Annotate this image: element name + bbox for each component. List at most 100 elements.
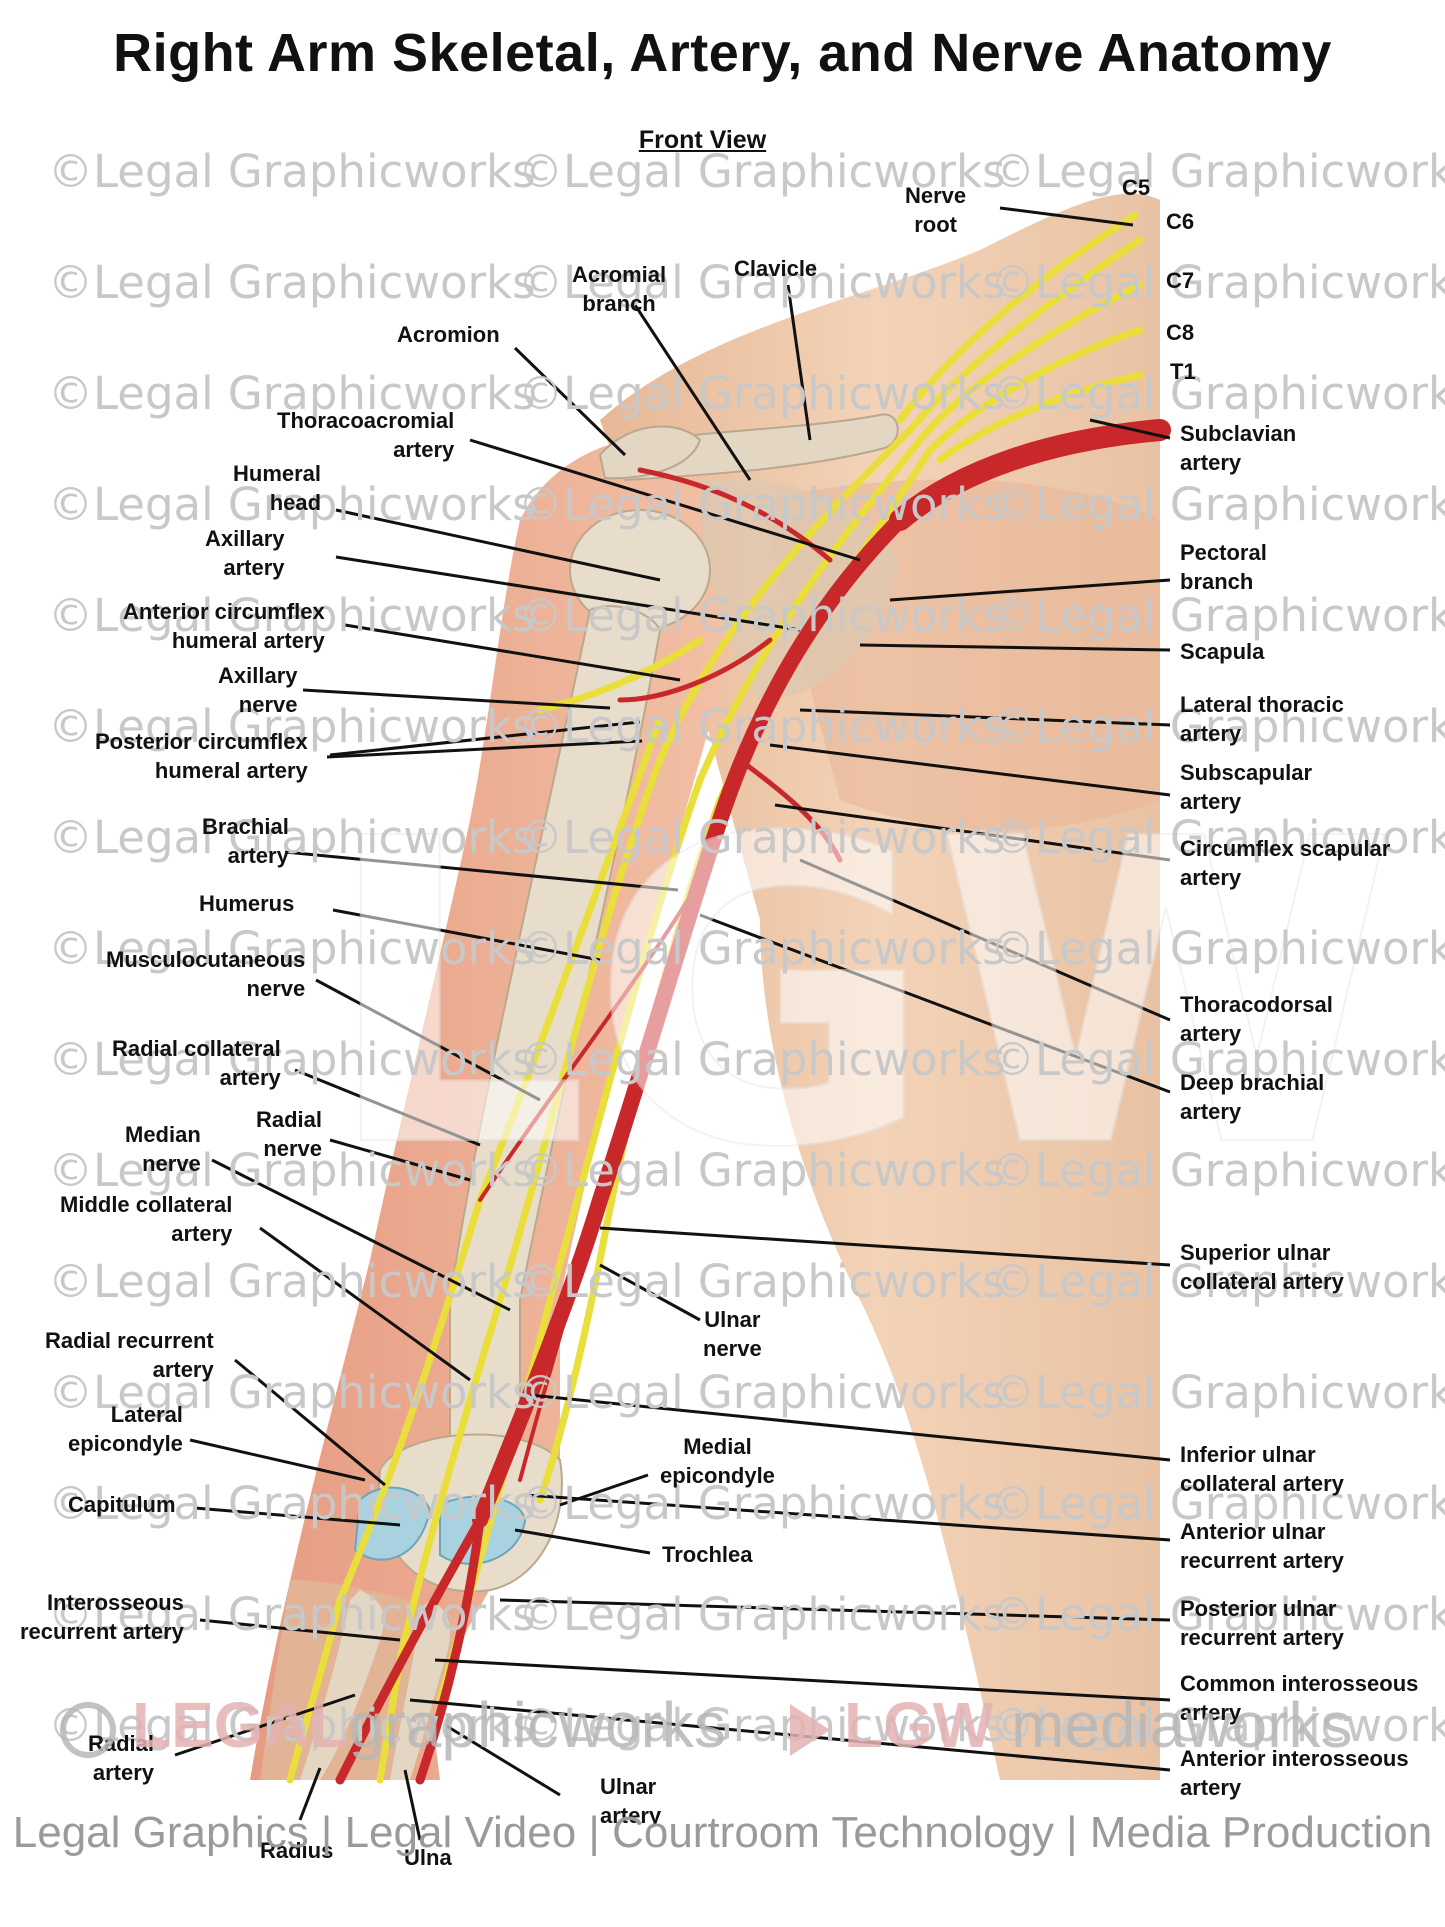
watermark-text: ©Legal Graphicworks — [990, 145, 1445, 198]
brand-legal: LEGAL — [132, 1689, 349, 1761]
watermark-text: ©Legal Graphicworks — [518, 1033, 1006, 1086]
view-subtitle: Front View — [638, 126, 767, 154]
watermark-text: ©Legal Graphicworks — [518, 589, 1006, 642]
watermark-text: ©Legal Graphicworks — [48, 700, 536, 753]
label-t1: T1 — [1170, 359, 1196, 384]
watermark-text: ©Legal Graphicworks — [990, 1255, 1445, 1308]
watermark-text: ©Legal Graphicworks — [990, 811, 1445, 864]
page-title: Right Arm Skeletal, Artery, and Nerve An… — [113, 23, 1332, 83]
brand-mediaworks: mediaworks — [1011, 1689, 1353, 1761]
label-acromion: Acromion — [397, 322, 500, 347]
watermark-text: ©Legal Graphicworks — [990, 589, 1445, 642]
watermark-text: ©Legal Graphicworks — [518, 1255, 1006, 1308]
watermark-text: ©Legal Graphicworks — [990, 367, 1445, 420]
watermark-text: ©Legal Graphicworks — [990, 1699, 1445, 1752]
artery-network — [335, 419, 1171, 1785]
watermark-text: ©Legal Graphicworks — [48, 367, 536, 420]
watermark-text: ©Legal Graphicworks — [518, 367, 1006, 420]
watermark-text: ©Legal Graphicworks — [518, 811, 1006, 864]
watermark-text: ©Legal Graphicworks — [48, 1144, 536, 1197]
watermark-text: ©Legal Graphicworks — [990, 1588, 1445, 1641]
label-humerus: Humerus — [199, 891, 295, 916]
brand-graphicworks: graphicworks — [348, 1689, 726, 1761]
watermark-text: ©Legal Graphicworks — [48, 256, 536, 309]
watermark-text: ©Legal Graphicworks — [518, 700, 1006, 753]
label-c5: C5 — [1122, 175, 1151, 200]
watermark-text: ©Legal Graphicworks — [990, 700, 1445, 753]
brand-lgw: LGW — [844, 1689, 994, 1761]
watermark-text: ©Legal Graphicworks — [48, 922, 536, 975]
label-scapula: Scapula — [1180, 639, 1265, 664]
label-c6: C6 — [1166, 209, 1195, 234]
watermark-text: ©Legal Graphicworks — [518, 256, 1006, 309]
leader-lines — [174, 206, 1134, 1841]
watermark-text: ©Legal Graphicworks — [48, 1477, 536, 1530]
watermark-text: ©Legal Graphicworks — [48, 1588, 536, 1641]
watermark-text: ©Legal Graphicworks — [990, 1033, 1445, 1086]
watermark-text: ©Legal Graphicworks — [518, 922, 1006, 975]
watermark-text: ©Legal Graphicworks — [518, 1477, 1006, 1530]
watermark-text: ©Legal Graphicworks — [518, 145, 1006, 198]
label-c7: C7 — [1166, 268, 1195, 293]
play-icon — [790, 1704, 830, 1757]
label-ulna: Ulna — [404, 1845, 452, 1870]
watermark-text: ©Legal Graphicworks — [990, 478, 1445, 531]
label-radius: Radius — [260, 1838, 334, 1863]
label-trochlea: Trochlea — [662, 1542, 753, 1567]
label-clavicle: Clavicle — [734, 256, 818, 281]
watermark-text: ©Legal Graphicworks — [990, 1477, 1445, 1530]
watermark-text: ©Legal Graphicworks — [48, 1699, 536, 1752]
watermark-text: ©Legal Graphicworks — [518, 1699, 1006, 1752]
watermark-text: ©Legal Graphicworks — [48, 811, 536, 864]
watermark-text: ©Legal Graphicworks — [518, 1144, 1006, 1197]
label-c8: C8 — [1166, 320, 1195, 345]
footer-services: Legal Graphics | Legal Video | Courtroom… — [12, 1808, 1433, 1857]
watermark-text: ©Legal Graphicworks — [48, 145, 536, 198]
brand-legal-graphicworks: LEGALgraphicworks — [60, 1688, 726, 1762]
nerve-network — [286, 211, 1144, 1784]
watermark-text: ©Legal Graphicworks — [990, 1144, 1445, 1197]
watermark-text: ©Legal Graphicworks — [518, 478, 1006, 531]
watermark-text: ©Legal Graphicworks — [990, 256, 1445, 309]
watermark-text: ©Legal Graphicworks — [48, 1033, 536, 1086]
lgw-logo-watermark: LGW — [322, 751, 1398, 1240]
watermark-text: ©Legal Graphicworks — [48, 1366, 536, 1419]
brand-lgw-mediaworks: LGW mediaworks — [790, 1688, 1353, 1762]
acromion-bone — [598, 425, 702, 480]
watermark-text: ©Legal Graphicworks — [518, 1366, 1006, 1419]
watermark-text: ©Legal Graphicworks — [518, 1588, 1006, 1641]
watermark-text: ©Legal Graphicworks — [48, 589, 536, 642]
